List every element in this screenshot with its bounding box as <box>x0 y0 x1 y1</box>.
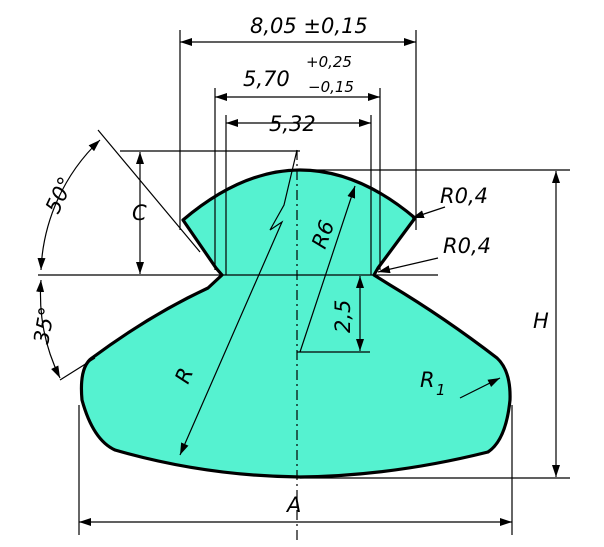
angle-line-upper <box>97 129 201 253</box>
radius-top-right-leader <box>411 206 446 219</box>
label-chamfer-height: C <box>132 201 147 225</box>
label-inner-width: 5,32 <box>269 112 316 136</box>
label-radius-neck: R0,4 <box>443 234 491 258</box>
label-mid-width-upper-tol: +0,25 <box>306 53 352 71</box>
label-radius-side: R <box>420 368 435 392</box>
radius-side-leader <box>459 377 501 399</box>
radius-base-leader <box>179 149 298 456</box>
angle-line-lower <box>59 357 96 381</box>
label-neck-offset: 2,5 <box>331 300 355 333</box>
label-radius-top-right: R0,4 <box>440 184 488 208</box>
label-height: H <box>533 309 549 333</box>
angle-arc-upper <box>37 139 101 271</box>
radius-neck-leader <box>377 257 439 274</box>
label-mid-width-lower-tol: −0,15 <box>308 78 354 96</box>
label-mid-width-base: 5,70 <box>243 67 290 91</box>
label-angle-lower: 35° <box>29 305 59 346</box>
label-overall-width: 8,05 ±0,15 <box>250 14 368 38</box>
label-radius-side-sub: 1 <box>436 381 446 399</box>
label-angle-upper: 50° <box>41 173 78 217</box>
angle-arc-lower <box>36 279 61 379</box>
radius-crown-leader <box>299 185 356 353</box>
label-base-width: A <box>285 493 301 517</box>
